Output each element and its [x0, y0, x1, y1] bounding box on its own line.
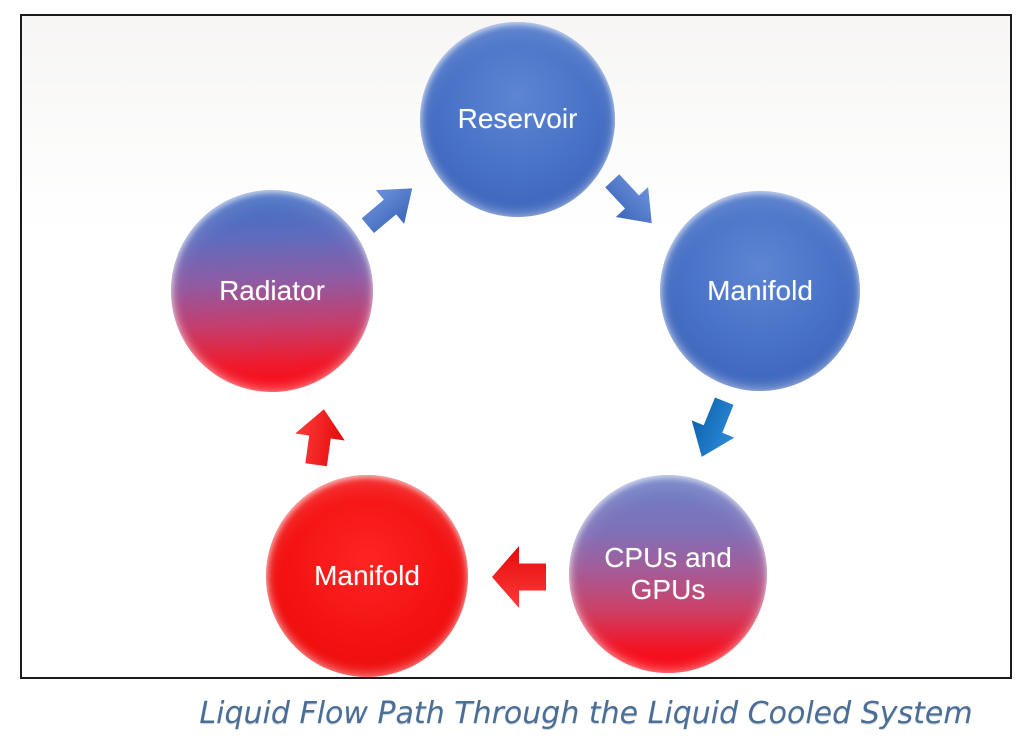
- node-radiator-label: Radiator: [219, 274, 325, 306]
- node-manifold-hot-label: Manifold: [707, 274, 813, 306]
- arrow-manifold-to-radiator-icon: [295, 409, 345, 467]
- node-reservoir: Reservoir: [420, 22, 615, 217]
- node-manifold-hot: Manifold: [660, 191, 860, 391]
- arrow-radiator-to-reservoir-icon: [361, 188, 413, 233]
- node-cpus-gpus: CPUs and GPUs: [569, 475, 767, 673]
- node-radiator: Radiator: [171, 190, 373, 392]
- node-manifold-cold-label: Manifold: [314, 559, 420, 591]
- node-reservoir-label: Reservoir: [457, 103, 578, 135]
- arrow-manifold-to-cpus-gpus-icon: [691, 397, 735, 457]
- diagram-caption: Liquid Flow Path Through the Liquid Cool…: [199, 696, 973, 731]
- arrow-reservoir-to-manifold-icon: [605, 174, 652, 224]
- node-manifold-cold: Manifold: [266, 475, 468, 677]
- arrow-cpus-gpus-to-manifold-icon: [492, 546, 546, 608]
- node-cpus-gpus-label: CPUs and GPUs: [604, 541, 732, 605]
